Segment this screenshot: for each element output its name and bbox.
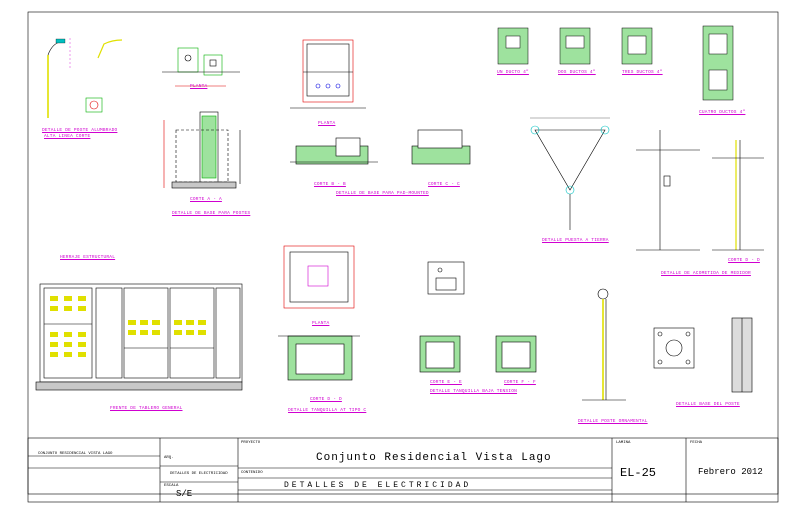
label-pad-base: DETALLE DE BASE PARA PAD-MOUNTED: [336, 191, 429, 196]
label-section-d: CORTE D - D: [728, 258, 760, 263]
label-section-a: CORTE A - A: [190, 197, 222, 202]
caption-date: FECHA: [690, 441, 703, 445]
duct-details: [497, 25, 734, 101]
pole-pedestal-detail: [653, 317, 753, 393]
title-block-owner: CONJUNTO RESIDENCIAL VISTA LAGO: [38, 452, 113, 456]
switchboard-front: [35, 283, 243, 391]
label-pedestal: DETALLE BASE DEL POSTE: [676, 402, 740, 407]
label-vault-at: DETALLE TANQUILLA AT TIPO C: [288, 408, 367, 413]
label-meter-connection: DETALLE DE ACOMETIDA DE MEDIDOR: [661, 271, 751, 276]
label-street-light-2: ALTA LINEA CORTE: [44, 134, 91, 139]
label-duct-4: CUATRO DUCTOS 4": [699, 110, 746, 115]
meter-connection-detail: [636, 130, 764, 251]
vault-at-detail: [278, 245, 360, 381]
label-ornamental-pole: DETALLE POSTE ORNAMENTAL: [578, 419, 648, 424]
label-hardware: HERRAJE ESTRUCTURAL: [60, 255, 116, 260]
label-duct-3: TRES DUCTOS 4": [622, 70, 663, 75]
label-vault-bt: DETALLE TANQUILLA BAJA TENSION: [430, 389, 518, 394]
label-street-light: DETALLE DE POSTE ALUMBRADO: [42, 128, 118, 133]
label-plan-1: PLANTA: [190, 84, 208, 89]
label-section-b: CORTE B - B: [314, 182, 346, 187]
grounding-detail: [530, 117, 610, 230]
project-title: Conjunto Residencial Vista Lago: [316, 452, 552, 464]
label-duct-1: UN DUCTO 4": [497, 70, 529, 75]
sheet-border: [27, 11, 779, 495]
caption-area: ARQ.: [164, 456, 174, 460]
caption-scale: ESCALA: [164, 484, 179, 488]
label-section-f: CORTE F - F: [504, 380, 536, 385]
pole-base-detail: [162, 47, 241, 189]
sheet-subject: DETALLES DE ELECTRICIDAD: [284, 481, 472, 490]
ornamental-pole-detail: [582, 288, 626, 401]
caption-sheet: LAMINA: [616, 441, 631, 445]
vault-bt-detail: [419, 261, 537, 373]
label-grounding: DETALLE PUESTA A TIERRA: [542, 238, 609, 243]
label-section-d2: CORTE D - D: [310, 397, 342, 402]
caption-content: CONTENIDO: [241, 471, 263, 475]
label-duct-2: DOS DUCTOS 4": [558, 70, 596, 75]
pad-mounted-base-detail: [290, 39, 471, 165]
label-switchboard: FRENTE DE TABLERO GENERAL: [110, 406, 183, 411]
switchboard-breakers: [50, 296, 206, 357]
street-light-detail: [47, 38, 123, 118]
label-section-c: CORTE C - C: [428, 182, 460, 187]
caption-project: PROYECTO: [241, 441, 261, 445]
label-plan-3: PLANTA: [312, 321, 330, 326]
label-plan-2: PLANTA: [318, 121, 336, 126]
sheet-subject-small: DETALLES DE ELECTRICIDAD: [170, 472, 228, 476]
sheet-scale: S/E: [176, 489, 193, 499]
sheet-date: Febrero 2012: [698, 467, 763, 477]
title-block-lines: [27, 437, 779, 503]
sheet-number: EL-25: [620, 466, 657, 480]
label-pole-base: DETALLE DE BASE PARA POSTES: [172, 211, 251, 216]
label-section-e: CORTE E - E: [430, 380, 462, 385]
